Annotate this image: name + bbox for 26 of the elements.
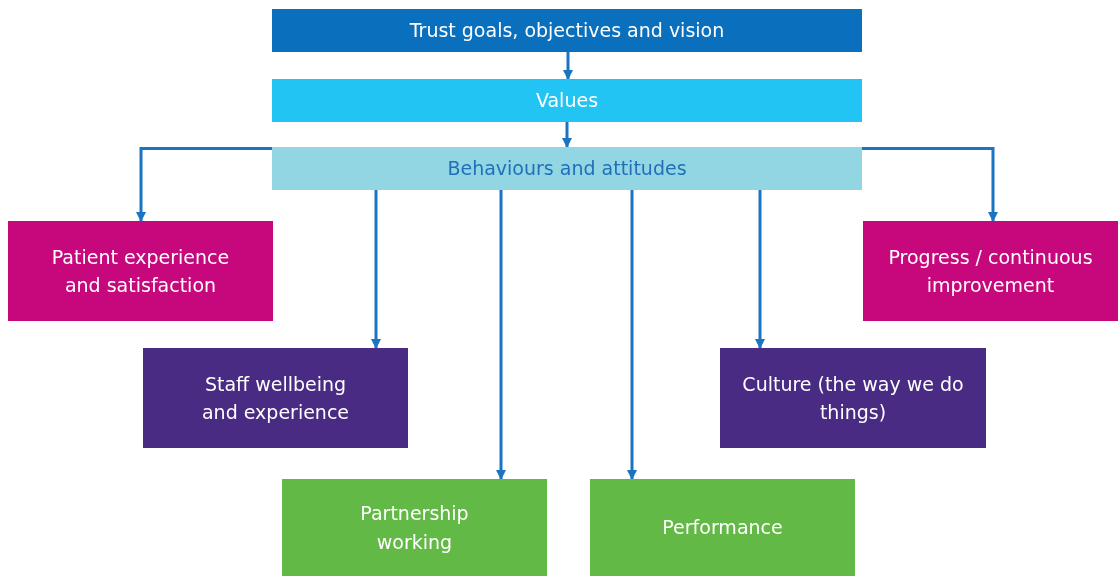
- arrow: [563, 52, 573, 80]
- arrow: [862, 147, 998, 222]
- outcome-box: [8, 221, 273, 321]
- box-label: Partnership working: [359, 501, 470, 555]
- arrow: [136, 147, 272, 222]
- outcome-box: [282, 479, 547, 576]
- outcome-box: [590, 479, 855, 576]
- arrow: [755, 190, 765, 349]
- box-label: Progress / continuous improvement: [887, 244, 1094, 298]
- arrow: [627, 190, 637, 480]
- box-label: Patient experience and satisfaction: [50, 244, 231, 298]
- behaviours-bar: [272, 147, 862, 190]
- box-label: Performance: [662, 515, 783, 541]
- arrow: [496, 190, 506, 480]
- arrow: [562, 122, 572, 148]
- outcome-box: [720, 348, 986, 448]
- box-label: Behaviours and attitudes: [447, 156, 687, 182]
- box-label: Trust goals, objectives and vision: [409, 18, 725, 44]
- box-label: Culture (the way we do things): [741, 371, 965, 425]
- outcome-box: [863, 221, 1118, 321]
- outcome-box: [143, 348, 408, 448]
- arrow: [371, 190, 381, 349]
- goal-bar: [272, 9, 862, 52]
- box-label: Staff wellbeing and experience: [200, 371, 351, 425]
- box-label: Values: [535, 88, 599, 114]
- values-bar: [272, 79, 862, 122]
